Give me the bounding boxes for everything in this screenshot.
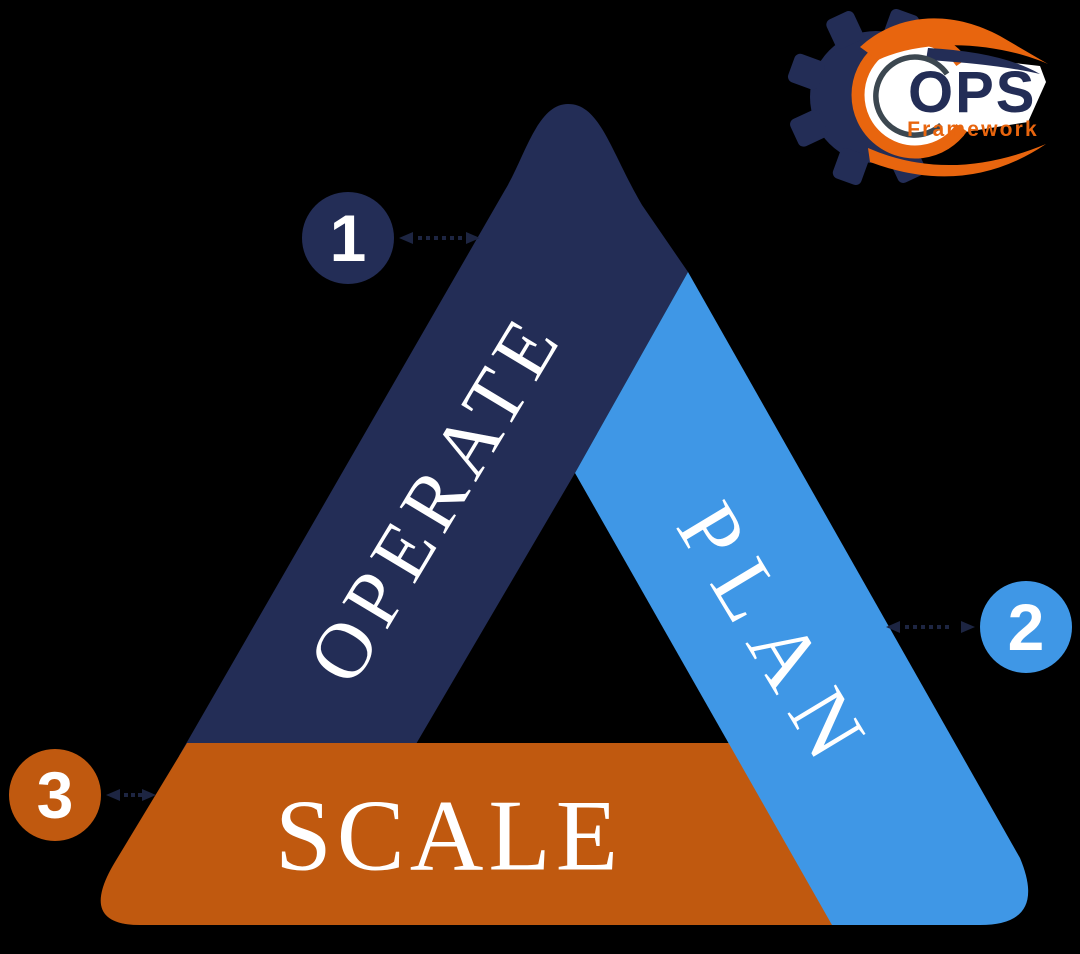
marker-3-circle bbox=[9, 749, 101, 841]
marker-1-number: 1 bbox=[330, 201, 367, 275]
logo-top-swoosh bbox=[860, 18, 1048, 64]
marker-3-arrow bbox=[106, 789, 156, 801]
marker-1-arrow bbox=[399, 232, 480, 244]
marker-1-circle bbox=[302, 192, 394, 284]
marker-3: 3 bbox=[9, 749, 156, 841]
arrow-right-head bbox=[466, 232, 480, 244]
marker-1: 1 bbox=[302, 192, 480, 284]
marker-2: 2 bbox=[886, 581, 1072, 673]
marker-2-number: 2 bbox=[1008, 590, 1045, 664]
arrow-left-head bbox=[399, 232, 413, 244]
marker-2-circle bbox=[980, 581, 1072, 673]
arrow-right-head bbox=[961, 621, 975, 633]
logo-plate-extension bbox=[915, 52, 1046, 140]
arrow-right-head bbox=[142, 789, 156, 801]
arrow-left-head bbox=[106, 789, 120, 801]
marker-2-arrow bbox=[886, 621, 975, 633]
operate-band bbox=[179, 104, 688, 756]
logo-top-swoosh-accent bbox=[926, 48, 1040, 74]
logo-title: OPS bbox=[908, 60, 1037, 125]
scale-label: SCALE bbox=[275, 780, 623, 893]
plan-band bbox=[575, 272, 1029, 925]
marker-3-number: 3 bbox=[37, 758, 74, 832]
arrow-left-head bbox=[886, 621, 900, 633]
ops-framework-logo: OPS Framework bbox=[787, 8, 1048, 186]
logo-subtitle: Framework bbox=[907, 118, 1039, 141]
scale-band bbox=[100, 743, 940, 925]
logo-bottom-swoosh bbox=[868, 144, 1046, 177]
logo-inner-arc bbox=[873, 54, 950, 138]
